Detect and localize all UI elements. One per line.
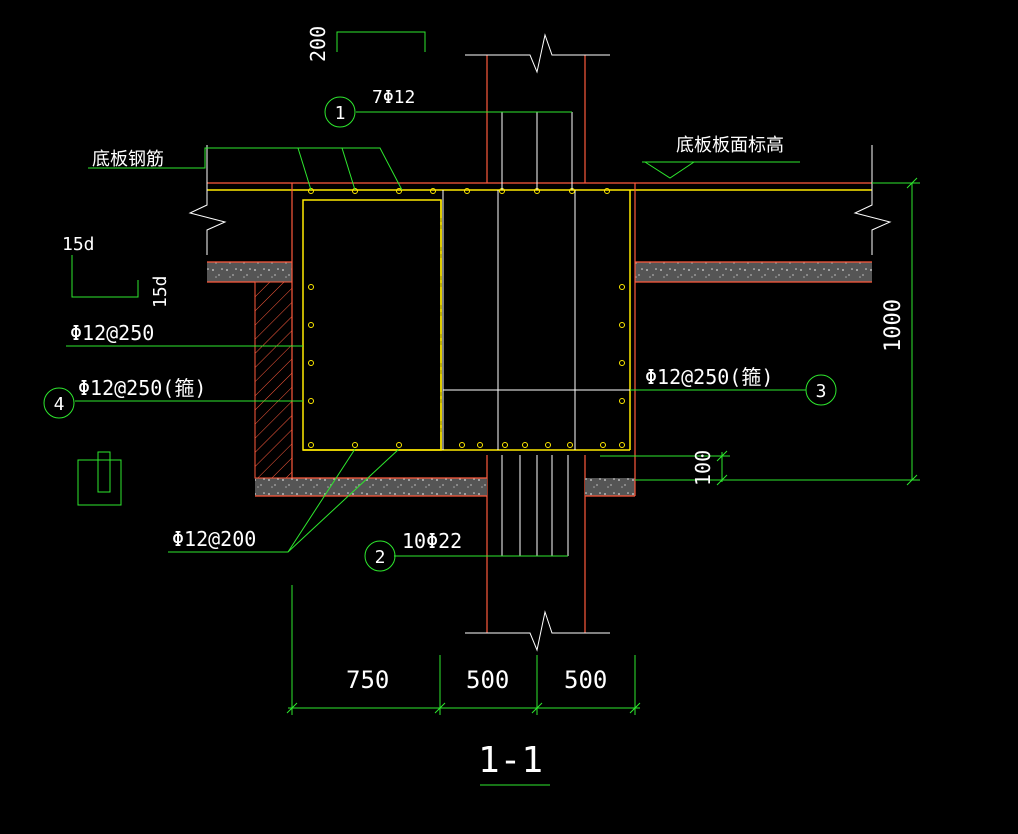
hatched-soil (254, 281, 293, 479)
callout-2: 2 (375, 547, 386, 568)
column-rebar-label: 10Φ22 (402, 529, 462, 553)
labels: 200 7Φ12 底板钢筋 底板板面标高 15d 15d Φ12@250 Φ12… (62, 26, 906, 781)
bottom-rebar-label: Φ12@200 (172, 527, 256, 551)
rebar-cage (302, 190, 631, 451)
bottom-slab-rebar-label: 底板钢筋 (92, 149, 164, 170)
side-rebar-label: Φ12@250 (70, 321, 154, 345)
rebar-top-label: 7Φ12 (372, 87, 415, 108)
dim-100-label: 100 (691, 450, 715, 486)
dim-200-label: 200 (306, 26, 330, 62)
dim-500-b-label: 500 (564, 666, 607, 694)
section-title: 1-1 (478, 740, 543, 781)
dim-1000-label: 1000 (881, 299, 906, 352)
column-rebar (501, 112, 573, 557)
stirrup-left-label: Φ12@250(箍) (78, 376, 206, 400)
dim-750-label: 750 (346, 666, 389, 694)
stirrup-right-label: Φ12@250(箍) (645, 365, 773, 389)
dim-500-a-label: 500 (466, 666, 509, 694)
callout-4: 4 (54, 394, 65, 415)
callout-circles: 1 2 3 4 (43, 96, 837, 572)
pit-outline (291, 183, 636, 496)
rebar-dots (308, 188, 625, 448)
slab-top-elevation-label: 底板板面标高 (676, 135, 784, 156)
leader-lines (66, 31, 920, 786)
hook-15d-horizontal: 15d (62, 234, 95, 255)
hook-15d-vertical: 15d (150, 275, 171, 308)
concrete-bedding (207, 261, 872, 497)
section-symbol (77, 451, 122, 506)
callout-1: 1 (335, 103, 346, 124)
upper-column (465, 33, 610, 183)
callout-3: 3 (816, 381, 827, 402)
